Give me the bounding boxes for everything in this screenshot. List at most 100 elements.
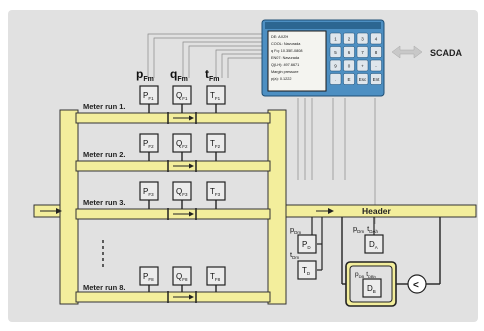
screen-line: Q(LH): 497.6671 <box>271 63 299 67</box>
keypad-key[interactable] <box>329 46 342 58</box>
keypad-key-label: 1 <box>334 37 337 42</box>
svg-text:DB: DB <box>367 284 376 294</box>
keypad-key-label: 5 <box>334 50 337 55</box>
temperature-column-heading: tFm <box>205 67 220 83</box>
keypad-key[interactable] <box>370 46 382 58</box>
keypad-key-label: . <box>335 77 336 82</box>
column-headings: pFm qFm tFm <box>136 67 220 83</box>
header-temperature-sensor: TD <box>297 260 317 280</box>
keypad-key-label: Esc <box>359 77 367 82</box>
screen-line: DE: AXZH <box>271 35 289 39</box>
svg-text:PF3: PF3 <box>143 187 154 197</box>
keypad-key-label: Ent <box>373 77 381 82</box>
svg-text:PF1: PF1 <box>143 91 154 101</box>
meter-run-2: Meter run 2. PF2 QF2 TF2 <box>83 133 226 172</box>
flow-meter-8: QF8 <box>172 266 192 292</box>
keypad-key-label: 3 <box>361 37 364 42</box>
keypad-key-label: 8 <box>375 50 378 55</box>
svg-text:TD: TD <box>302 266 311 276</box>
temperature-sensor-1: TF1 <box>206 85 226 113</box>
keypad-key-label: 2 <box>348 37 351 42</box>
keypad-key-label: 6 <box>348 50 351 55</box>
screen-line: COOL: Navurada <box>271 42 301 46</box>
header-pressure-sensor: PD <box>297 234 317 254</box>
svg-text:PD: PD <box>302 240 311 250</box>
svg-text:TF1: TF1 <box>210 91 221 101</box>
meter-run-label: Meter run 3. <box>83 198 126 207</box>
pressure-sensor-1: PF1 <box>139 85 159 113</box>
pd-label: pDm <box>290 225 301 235</box>
keypad-key[interactable] <box>370 73 382 85</box>
svg-text:QF3: QF3 <box>176 187 188 197</box>
temperature-sensor-8: TF8 <box>206 266 226 292</box>
keypad-key[interactable] <box>343 32 355 45</box>
keypad-key[interactable] <box>356 46 369 58</box>
svg-text:QF8: QF8 <box>176 272 188 282</box>
keypad-key[interactable] <box>343 73 355 85</box>
densitometer-a: DA <box>364 234 384 254</box>
flow-element-1 <box>167 112 197 124</box>
flow-computer: DE: AXZH COOL: Navurada q Fq: 10.35E-080… <box>261 19 385 97</box>
header-pipe <box>285 204 477 218</box>
svg-text:QF1: QF1 <box>176 91 188 101</box>
screen-line: q Fq: 10.35E-0808 <box>271 49 302 53</box>
header-label: Header <box>362 206 392 216</box>
comparator-symbol: < <box>413 280 419 291</box>
pressure-sensor-2: PF2 <box>139 133 159 161</box>
keypad-key[interactable] <box>356 73 369 85</box>
keypad-key-label: E <box>347 77 350 82</box>
temperature-sensor-3: TF3 <box>206 181 226 209</box>
flow-element-3 <box>167 208 197 220</box>
pressure-sensor-3: PF3 <box>139 181 159 209</box>
keypad-key[interactable] <box>356 59 369 72</box>
keypad-key[interactable] <box>343 46 355 58</box>
svg-text:PF2: PF2 <box>143 139 154 149</box>
scada-label: SCADA <box>430 48 463 58</box>
flow-meter-1: QF1 <box>172 85 192 113</box>
svg-text:PF8: PF8 <box>143 272 154 282</box>
svg-text:TF2: TF2 <box>210 139 221 149</box>
double-arrow-icon <box>391 45 423 59</box>
meter-run-8: Meter run 8. PF8 QF8 TF8 <box>83 266 226 303</box>
keypad-key[interactable] <box>329 32 342 45</box>
meter-run-label: Meter run 2. <box>83 150 126 159</box>
meter-run-1: Meter run 1. PF1 QF1 TF1 <box>83 85 226 124</box>
svg-text:TF3: TF3 <box>210 187 221 197</box>
inlet-manifold <box>59 109 79 305</box>
flow-element-8 <box>167 291 197 303</box>
flow-column-heading: qFm <box>170 67 188 83</box>
keypad-key[interactable] <box>370 32 382 45</box>
flow-element-2 <box>167 160 197 172</box>
keypad-key[interactable] <box>329 59 342 72</box>
keypad-key-label: 0 <box>348 64 351 69</box>
keypad-key-label: + <box>361 64 364 69</box>
keypad-key-label: 7 <box>361 50 364 55</box>
keypad-key[interactable] <box>343 59 355 72</box>
meter-run-label: Meter run 8. <box>83 283 126 292</box>
svg-text:QF2: QF2 <box>176 139 188 149</box>
signal-wires <box>147 33 376 224</box>
keypad-key[interactable] <box>329 73 342 85</box>
keypad-key[interactable] <box>370 59 382 72</box>
pressure-column-heading: pFm <box>136 67 154 83</box>
keypad-key[interactable] <box>356 32 369 45</box>
scada-link: SCADA <box>391 45 463 59</box>
keypad-key-label: 4 <box>375 37 378 42</box>
screen-line: p(a): 0.1222 <box>271 77 291 81</box>
td-label: tDm <box>290 250 299 260</box>
screen-line: Margin pressure <box>271 70 298 74</box>
meter-run-label: Meter run 1. <box>83 102 126 111</box>
meter-run-3: Meter run 3. PF3 QF3 TF3 <box>83 181 226 220</box>
keypad-key-label: 9 <box>334 64 337 69</box>
svg-text:DA: DA <box>369 240 378 250</box>
svg-text:TF8: TF8 <box>210 272 221 282</box>
pressure-sensor-8: PF8 <box>139 266 159 292</box>
densitometer-b: DB <box>362 278 382 298</box>
flow-meter-3: QF3 <box>172 181 192 209</box>
flow-meter-2: QF2 <box>172 133 192 161</box>
